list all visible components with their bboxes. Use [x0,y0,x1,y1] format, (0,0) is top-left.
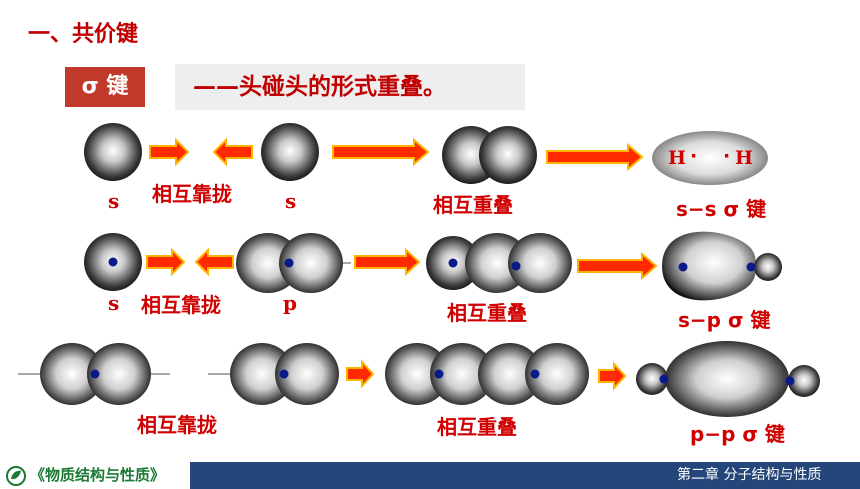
s-orbital-2 [261,123,319,181]
arrow-long-2a [354,247,421,277]
label-approach-3: 相互靠拢 [137,413,217,437]
pp-overlap [385,343,589,405]
label-overlap-1: 相互重叠 [433,193,513,217]
label-ss-sigma-bond: s−s σ 键 [676,197,767,221]
arrow-right-2 [146,247,186,277]
h2-molecule [652,131,768,185]
sigma-bond-description: ——头碰头的形式重叠。 [175,64,525,110]
arrow-right-1 [149,137,190,167]
label-approach-1: 相互靠拢 [152,182,232,206]
s-orbital-1 [84,123,142,181]
h-atom-left: H [668,147,686,169]
arrow-right-3a [346,359,375,389]
leaf-logo-icon [6,466,26,486]
section-heading: 一、共价键 [28,22,139,47]
label-overlap-2: 相互重叠 [447,301,527,325]
pp-sigma-molecule [636,341,820,417]
arrow-left-1 [212,137,253,167]
p-orbital-3 [208,343,339,405]
label-pp-sigma-bond: p−p σ 键 [690,422,785,446]
electron-dot-left: · [690,145,697,167]
label-s-1: s [108,189,120,213]
sp-sigma-molecule [662,231,782,301]
ss-overlap [442,126,537,184]
h-atom-right: H [735,147,753,169]
nucleus-s-3 [108,257,118,267]
arrow-long-1b [546,142,644,172]
arrow-left-2 [194,247,234,277]
p-orbital-1 [236,233,351,293]
label-overlap-3: 相互重叠 [437,415,517,439]
orbital-overlap-diagram: H · · H [18,123,820,417]
arrow-long-2b [577,251,658,281]
label-sp-sigma-bond: s−p σ 键 [678,308,771,332]
footer-title-area [0,462,190,489]
sigma-bond-label: σ 键 [65,67,145,107]
footer-chapter: 第二章 分子结构与性质 [677,467,822,483]
sp-overlap [426,233,572,293]
arrow-long-1a [332,137,430,167]
arrow-right-3b [598,361,627,391]
label-approach-2: 相互靠拢 [141,293,221,317]
label-s-2: s [285,189,297,213]
label-p-1: p [283,291,297,315]
label-s-3: s [108,291,120,315]
electron-dot-right: · [723,145,730,167]
p-orbital-2 [18,343,170,405]
footer-book-title: 《物质结构与性质》 [30,466,166,484]
